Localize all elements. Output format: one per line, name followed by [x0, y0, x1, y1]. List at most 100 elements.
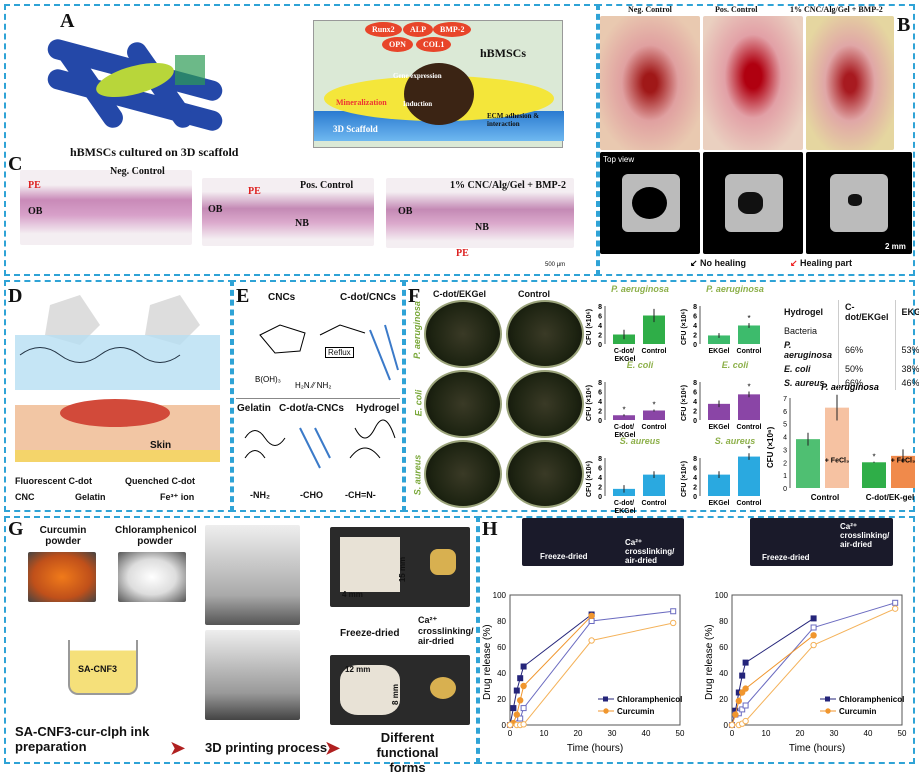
curcumin-powder-label: Curcumin powder	[39, 525, 87, 547]
cdot-cncs-label: C-dot/CNCs	[340, 292, 397, 303]
printer-photo-2	[205, 630, 300, 720]
dish-col-cdot: C-dot/EKGel	[433, 289, 486, 299]
cncs-label: CNCs	[268, 292, 296, 303]
data-point	[588, 637, 595, 644]
marker-runx2: Runx2	[365, 22, 402, 37]
petri-dish	[424, 300, 502, 368]
gene-expression-label: Gene expression	[393, 72, 442, 80]
induction-label: Induction	[403, 100, 433, 108]
y-tick-label: 0	[693, 494, 697, 501]
plot-frame	[509, 594, 681, 726]
y-tick-label: 6	[693, 390, 697, 397]
y-tick-label: 2	[598, 333, 602, 340]
bar	[643, 474, 665, 496]
significance-mark: *	[622, 405, 625, 414]
x-tick-label: 40	[642, 729, 651, 738]
group-nh2: -NH₂	[250, 490, 270, 500]
marker-col1: COL1	[416, 37, 452, 52]
e-divider	[236, 398, 400, 399]
y-axis-label: CFU (×10⁶)	[586, 385, 593, 421]
ink-beaker	[68, 640, 138, 695]
petri-dish	[424, 440, 502, 508]
panel-a-label: A	[60, 10, 75, 32]
cell-diagram	[313, 20, 564, 148]
data-point	[513, 687, 520, 694]
y-tick-label: 0	[693, 418, 697, 425]
skin-label: Skin	[150, 440, 172, 451]
dim-4mm: 4 mm	[342, 590, 363, 599]
data-point	[739, 672, 746, 679]
legend-label: Curcumin	[839, 707, 876, 716]
panel-ac-frame	[4, 4, 600, 276]
x-tick-label: Control	[737, 424, 762, 431]
x-tick-label: 20	[796, 729, 805, 738]
table-cell: 46%	[901, 378, 919, 388]
legend-cnc: CNC	[15, 492, 35, 502]
dish-row-sa: S. aureus	[412, 454, 423, 496]
y-tick-label: 4	[783, 435, 787, 442]
legend-fe-ion: Fe³⁺ ion	[160, 492, 195, 502]
x-tick-label: 0	[730, 729, 735, 738]
step-printing: 3D printing process	[205, 740, 328, 755]
reflux-label: Reflux	[325, 347, 354, 358]
y-tick-label: 4	[598, 399, 602, 406]
hydrogel-network	[240, 418, 400, 478]
significance-mark: *	[747, 444, 750, 453]
ecm-label: ECM adhesion & interaction	[487, 112, 540, 128]
x-tick-label: C-dot/ EKGel	[613, 500, 636, 515]
marker-bmp2: BMP-2	[433, 22, 472, 37]
chloramphenicol-powder-label: Chloramphenicol powder	[115, 525, 197, 547]
bar-note: + FeCl₃	[825, 457, 849, 464]
histology-neg	[20, 170, 192, 245]
tag-nb: NB	[475, 222, 489, 233]
petri-dish	[424, 370, 502, 438]
cell-label: hBMSCs	[480, 46, 527, 60]
data-point	[742, 717, 749, 725]
y-tick-label: 20	[719, 695, 728, 704]
y-tick-label: 4	[693, 399, 697, 406]
x-tick-label: Control	[642, 348, 667, 355]
data-point	[520, 663, 527, 670]
b-scale-bar: 2 mm	[885, 242, 906, 251]
hydrogel-label: Hydrogel	[356, 403, 400, 414]
table-cell: 53%	[901, 345, 919, 355]
x-tick-label: EKGel	[708, 424, 729, 431]
data-point	[588, 612, 595, 619]
legend-marker	[825, 696, 830, 702]
significance-mark: *	[652, 401, 655, 410]
svg-text:B(OH)₃: B(OH)₃	[255, 375, 281, 384]
data-point	[510, 705, 517, 712]
bar	[862, 462, 886, 488]
h-right-photo	[750, 518, 893, 566]
y-axis-label: CFU (×10⁶)	[586, 309, 593, 345]
y-tick-label: 4	[693, 475, 697, 482]
table-cell: 50%	[838, 362, 896, 376]
chart-title: P. aeruginosa	[611, 284, 669, 294]
x-tick-label: 10	[762, 729, 771, 738]
data-point	[520, 682, 527, 690]
legend-gelatin: Gelatin	[75, 492, 106, 502]
bar	[738, 325, 760, 344]
table-cell: S. aureus	[778, 376, 840, 390]
x-tick-label: 50	[676, 729, 685, 738]
x-tick-label: 40	[864, 729, 873, 738]
panel-d-label: D	[8, 285, 23, 307]
data-point	[520, 705, 527, 712]
bar-note: + FeCl₃	[891, 457, 915, 464]
data-point	[517, 675, 524, 682]
significance-mark: *	[747, 314, 750, 323]
data-point	[517, 715, 524, 722]
legend-label: Chloramphenicol	[839, 695, 904, 704]
data-point	[892, 605, 899, 612]
panel-f-label: F	[408, 285, 421, 307]
acnc-label: C-dot/a-CNCs	[279, 403, 344, 414]
c-scale-bar: 500 µm	[545, 262, 566, 268]
petri-dish	[506, 370, 584, 438]
data-point	[513, 711, 520, 718]
microct-treat	[806, 152, 912, 254]
panel-e-frame	[230, 280, 406, 512]
x-tick-label: 50	[898, 729, 907, 738]
y-tick-label: 40	[719, 669, 728, 678]
legend-label: Curcumin	[617, 707, 654, 716]
